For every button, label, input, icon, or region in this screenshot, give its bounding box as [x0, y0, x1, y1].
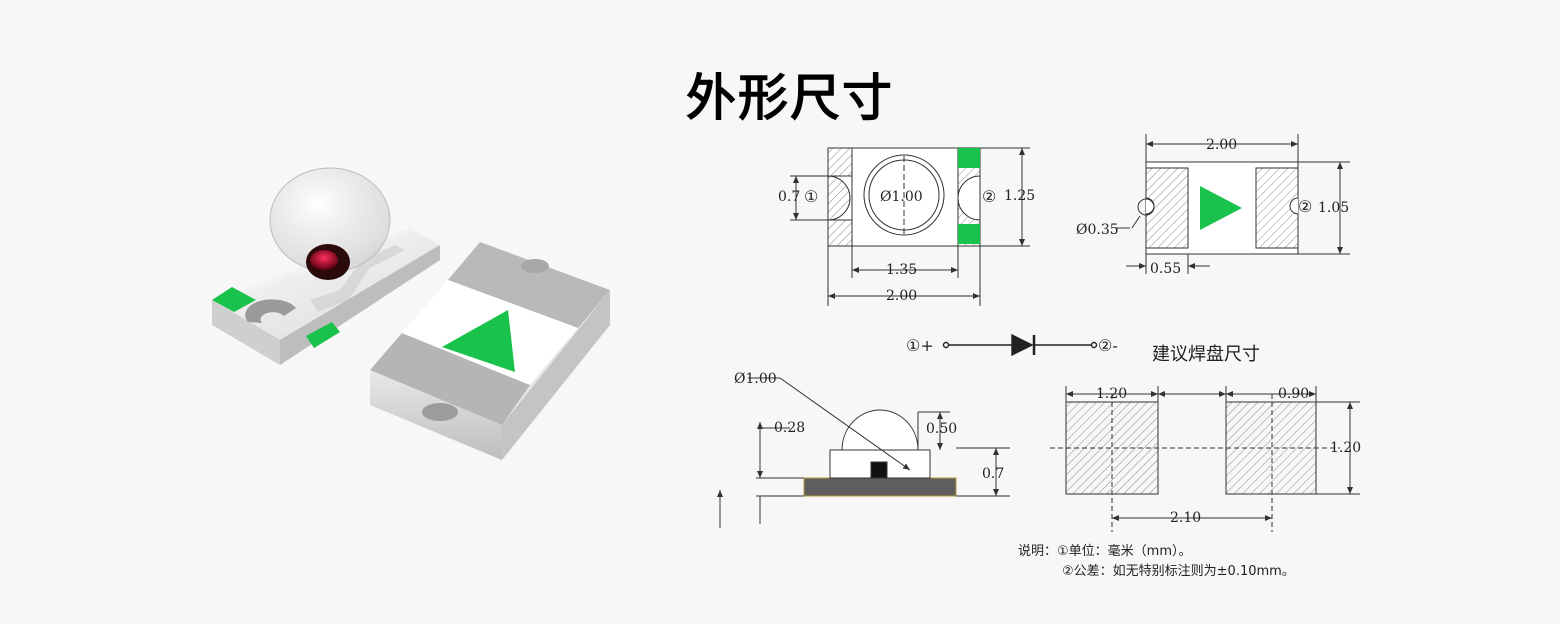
led-side-view	[212, 167, 440, 365]
side-view-dim-c: 0.7	[982, 466, 1004, 482]
pad-layout-dim-pitch: 2.10	[1170, 510, 1201, 526]
pad-green-1	[212, 287, 256, 312]
bottom-view-dim-length: 2.00	[1206, 137, 1237, 153]
notes: 说明：①单位：毫米（mm）。 ②公差：如无特别标注则为±0.10mm。	[1018, 542, 1295, 582]
pad-layout-title: 建议焊盘尺寸	[1152, 344, 1260, 365]
bottom-view-triangle	[1200, 186, 1242, 230]
note-line-2: ②公差：如无特别标注则为±0.10mm。	[1062, 564, 1295, 579]
top-view-green-lower	[958, 224, 980, 244]
diode-pin2: ②-	[1098, 336, 1118, 355]
led-top-view	[370, 242, 610, 460]
diode-symbol	[942, 333, 1098, 357]
lens-dome	[270, 168, 390, 272]
dimension-drawings: 0.7 ① Ø1.00 ② 1.25 1.35 2.00 2.00 Ø0.35 …	[717, 134, 1361, 532]
bottom-view-drawing	[1115, 134, 1350, 274]
side-view-dim-b: 0.50	[926, 421, 957, 437]
pad-layout-drawing	[1050, 386, 1360, 532]
bottom-view-dim-width: 1.05	[1318, 200, 1349, 216]
bottom-view-dim-hole: Ø0.35	[1076, 222, 1119, 238]
top-view-green-upper	[958, 148, 980, 168]
side-view-dim-a: 0.28	[774, 420, 805, 436]
top-view-dim-height: 1.25	[1004, 188, 1035, 204]
page-title: 外形尺寸	[686, 69, 894, 127]
top-view-pin2: ②	[982, 187, 996, 206]
pad-layout-dim-gap: 0.90	[1278, 386, 1309, 402]
top-view-dim-inner: 1.35	[886, 262, 917, 278]
note-line-1: 说明：①单位：毫米（mm）。	[1018, 544, 1192, 559]
bottom-view-dim-pad: 0.55	[1150, 261, 1181, 277]
bottom-view-pin2: ②	[1298, 197, 1312, 216]
product-photo	[212, 167, 610, 460]
top-view-dim-length: 2.00	[886, 288, 917, 304]
polarity-triangle	[442, 310, 515, 372]
led-chip	[310, 250, 338, 270]
top-view-dim-pad: 0.7	[778, 189, 800, 205]
pad-layout-dim-w: 1.20	[1096, 386, 1127, 402]
top-view-dim-lens: Ø1.00	[880, 189, 923, 205]
pad-layout-dim-h: 1.20	[1330, 440, 1361, 456]
top-view-drawing	[790, 147, 1030, 306]
diode-pin1: ①+	[906, 336, 934, 355]
top-view-pin1: ①	[804, 187, 818, 206]
side-view-dim-lens: Ø1.00	[734, 371, 777, 387]
pad-green-2	[306, 322, 340, 348]
side-view-drawing	[717, 377, 1010, 528]
